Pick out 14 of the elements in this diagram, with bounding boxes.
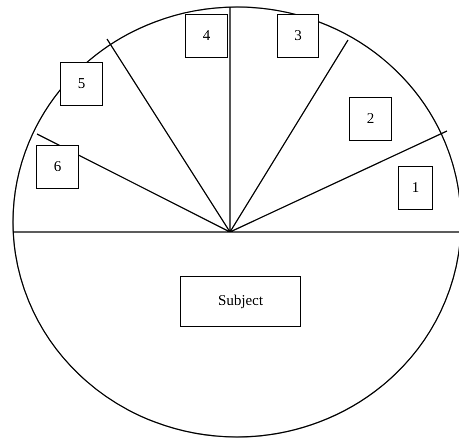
sector-number-box bbox=[36, 145, 79, 189]
sector-number-box bbox=[60, 62, 103, 106]
subject-label: Subject bbox=[218, 293, 263, 310]
sector-number-box bbox=[277, 14, 319, 58]
sector-number-box bbox=[398, 166, 433, 210]
sector-number-box bbox=[185, 14, 228, 58]
sector-number: 2 bbox=[366, 110, 374, 128]
sector-number: 3 bbox=[294, 28, 302, 44]
sector-number: 4 bbox=[202, 28, 210, 44]
sector-number: 1 bbox=[412, 180, 420, 196]
sector-number-box bbox=[349, 97, 392, 141]
sector-number: 6 bbox=[54, 158, 62, 176]
sector-number: 5 bbox=[78, 76, 86, 92]
subject-box bbox=[180, 276, 301, 327]
